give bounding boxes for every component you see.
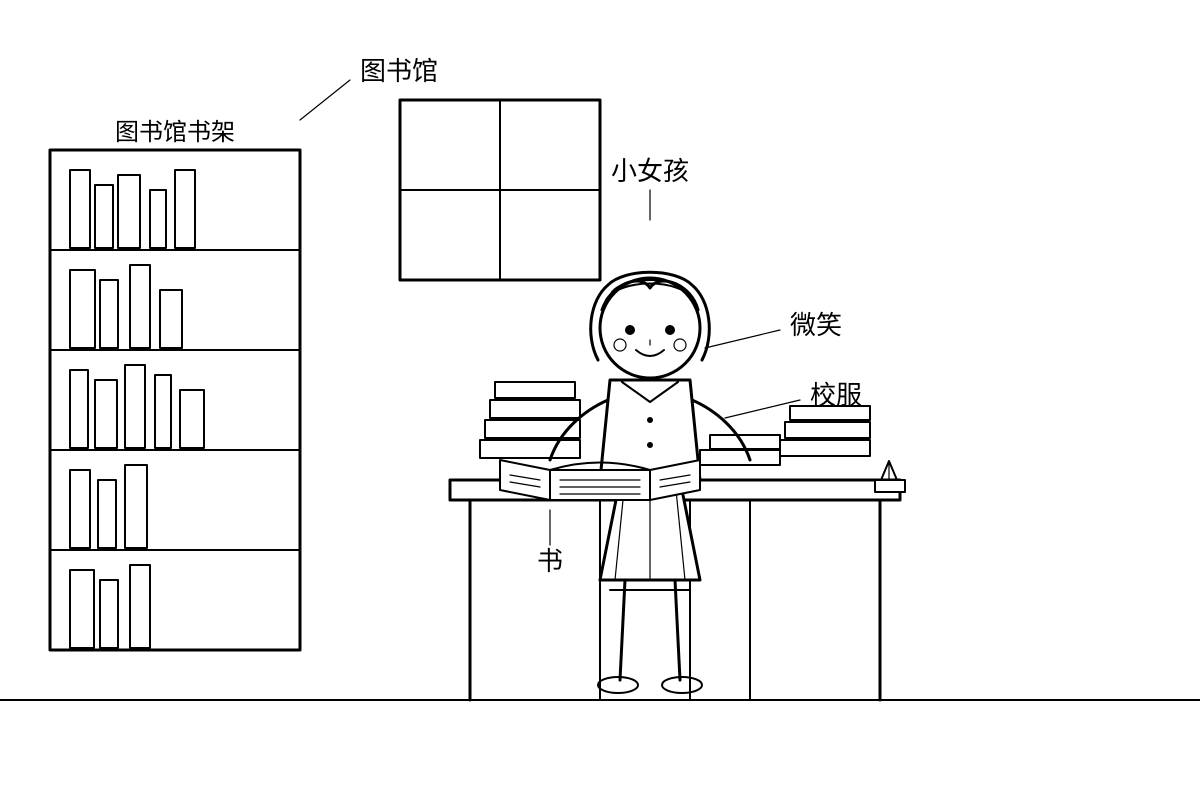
girl-figure (548, 270, 752, 694)
shelf-books-row-5 (69, 564, 151, 649)
shelf-books-row-4 (69, 464, 148, 549)
girl-left-eye (625, 325, 635, 335)
label-book: 书 (537, 547, 563, 577)
book-stack-right (779, 405, 871, 457)
leader-library (299, 79, 351, 121)
girl-face (598, 276, 702, 380)
book-stack-middle (699, 434, 781, 466)
leader-smile (704, 329, 781, 349)
shelf-books-row-2 (69, 264, 183, 349)
desk-small-object (874, 460, 906, 493)
label-girl: 小女孩 (611, 157, 689, 187)
leader-uniform (724, 399, 801, 419)
book-stack-left (479, 381, 581, 459)
window (398, 98, 602, 282)
bookshelf (48, 148, 302, 652)
label-uniform: 校服 (810, 381, 862, 411)
label-library: 图书馆 (360, 57, 438, 87)
shelf-books-row-1 (69, 169, 196, 249)
shelf-books-row-3 (69, 364, 205, 449)
girl-smile (635, 349, 665, 357)
girl-right-eye (665, 325, 675, 335)
label-bookshelf: 图书馆书架 (115, 118, 235, 146)
open-book (499, 459, 701, 501)
label-smile: 微笑 (790, 311, 842, 341)
